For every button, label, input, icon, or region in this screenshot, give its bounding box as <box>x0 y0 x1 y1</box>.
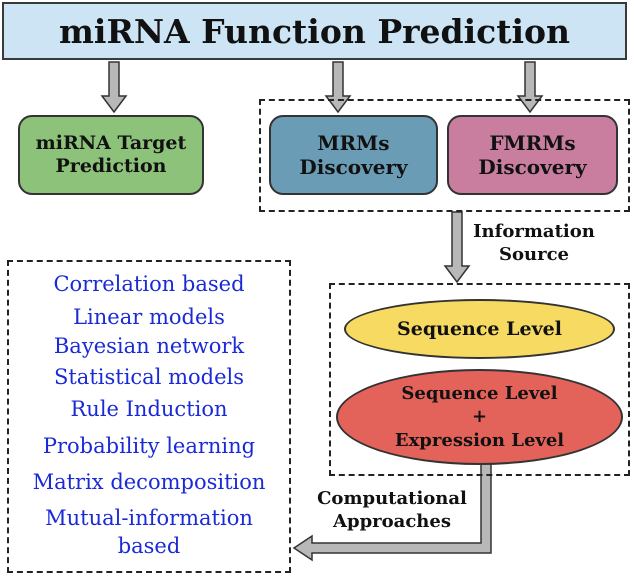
combined-level-ellipse: Sequence Level + Expression Level <box>336 369 623 465</box>
discovery-group <box>259 99 630 212</box>
combined-line-3: Expression Level <box>394 429 565 451</box>
method-item: Matrix decomposition <box>32 470 266 494</box>
fmrms-line-2: Discovery <box>478 155 587 179</box>
method-item: Rule Induction <box>70 397 228 421</box>
methods-group <box>7 260 291 573</box>
combined-line-2: + <box>471 406 488 428</box>
comp-approaches-line-1: Computational <box>317 488 467 509</box>
levels-group <box>329 283 630 476</box>
method-item: Linear models <box>73 305 225 329</box>
sequence-level-ellipse: Sequence Level <box>344 299 615 359</box>
page-title: miRNA Function Prediction <box>2 2 627 60</box>
mirna-target-prediction-node: miRNA Target Prediction <box>18 115 204 195</box>
fmrms-line-1: FMRMs <box>489 131 576 155</box>
combined-line-1: Sequence Level <box>401 382 558 404</box>
target-line-1: miRNA Target <box>35 132 187 155</box>
method-item: based <box>117 534 181 558</box>
method-item: Mutual-information <box>45 506 253 530</box>
method-item: Probability learning <box>42 434 256 458</box>
mrms-line-2: Discovery <box>299 155 408 179</box>
arrow-levels-to-methods <box>292 461 492 562</box>
mrms-line-1: MRMs <box>317 131 390 155</box>
computational-approaches-label: Computational Approaches <box>310 488 474 533</box>
info-source-line-1: Information <box>473 221 595 242</box>
method-item: Correlation based <box>53 272 245 296</box>
target-line-2: Prediction <box>55 155 167 177</box>
fmrms-discovery-node: FMRMs Discovery <box>447 115 618 195</box>
arrow-discovery-to-levels <box>443 211 471 284</box>
arrow-title-to-target <box>100 61 128 114</box>
method-item: Statistical models <box>53 365 245 389</box>
info-source-line-2: Source <box>499 243 569 265</box>
comp-approaches-line-2: Approaches <box>333 510 451 532</box>
mrms-discovery-node: MRMs Discovery <box>269 115 438 195</box>
information-source-label: Information Source <box>466 221 602 266</box>
sequence-level-text: Sequence Level <box>397 317 562 340</box>
method-item: Bayesian network <box>53 334 245 358</box>
